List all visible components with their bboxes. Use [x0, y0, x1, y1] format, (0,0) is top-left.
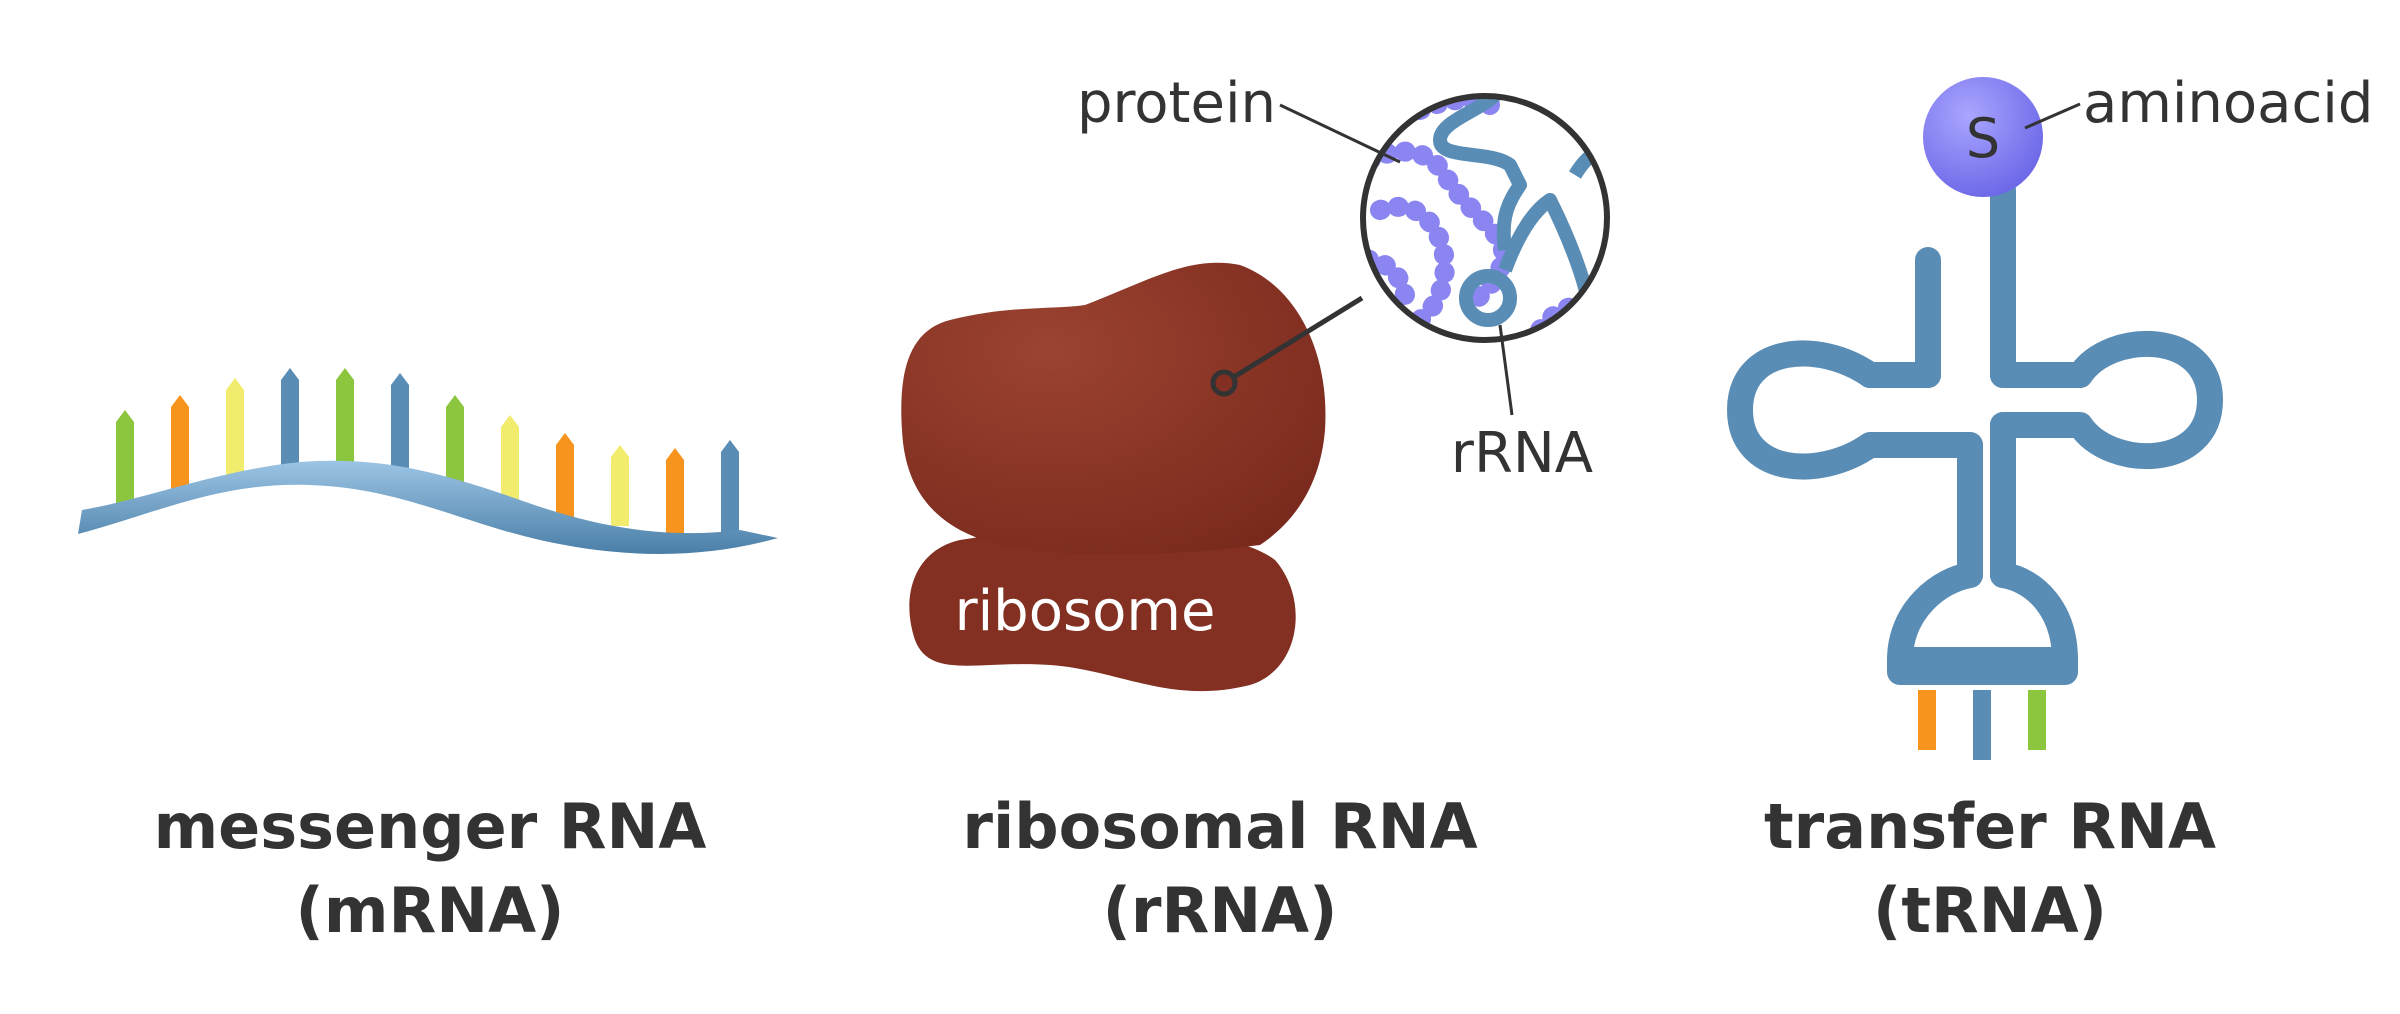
- trna-subtitle: (tRNA): [1873, 874, 2107, 947]
- rrna-subtitle: (rRNA): [1103, 874, 1338, 947]
- trna-backbone: [1727, 177, 2223, 685]
- mrna-nucleotides: [116, 368, 739, 542]
- mrna-nucleotide-green: [116, 410, 134, 513]
- aminoacid-label: aminoacid: [2083, 71, 2373, 136]
- mrna-nucleotide-yellow: [226, 378, 244, 489]
- protein-leader-line: [1279, 103, 1401, 164]
- trna-base-blue: [1973, 690, 1991, 760]
- zoom-pointer-dot: [1210, 369, 1238, 397]
- rrna-leader-line: [1498, 324, 1514, 416]
- mrna-nucleotide-blue: [281, 368, 299, 477]
- aminoacid-sphere: [1923, 77, 2043, 197]
- aminoacid-symbol: S: [1966, 107, 2000, 170]
- mrna-nucleotide-orange: [171, 395, 189, 501]
- mrna-nucleotide-yellow: [501, 415, 519, 510]
- trna-base-green: [2028, 690, 2046, 750]
- mrna-nucleotide-blue: [721, 440, 739, 542]
- aminoacid-leader-line: [2024, 102, 2081, 130]
- mrna-nucleotide-green: [336, 368, 354, 482]
- ribosome-small-subunit: [909, 528, 1296, 692]
- trna-base-orange: [1918, 690, 1936, 750]
- mrna-nucleotide-blue: [391, 373, 409, 491]
- mrna-subtitle: (mRNA): [296, 874, 565, 947]
- ribosome-large-subunit: [901, 262, 1326, 555]
- mrna-backbone: [78, 460, 778, 554]
- mrna-nucleotide-green: [446, 395, 464, 501]
- trna-illustration: S aminoacid: [1727, 71, 2373, 760]
- mrna-nucleotide-orange: [666, 448, 684, 534]
- rrna-label: rRNA: [1451, 421, 1593, 486]
- ribosome-illustration: ribosome: [901, 262, 1364, 692]
- mrna-illustration: [78, 368, 778, 554]
- zoom-pointer-line: [1222, 295, 1364, 386]
- mrna-title: messenger RNA: [154, 790, 707, 863]
- rrna-zoom-circle: [1360, 93, 1610, 343]
- mrna-nucleotide-orange: [556, 433, 574, 519]
- ribosome-label: ribosome: [955, 579, 1216, 644]
- rrna-title: ribosomal RNA: [962, 790, 1477, 863]
- trna-title: transfer RNA: [1764, 790, 2216, 863]
- protein-label: protein: [1077, 71, 1276, 136]
- mrna-nucleotide-yellow: [611, 445, 629, 526]
